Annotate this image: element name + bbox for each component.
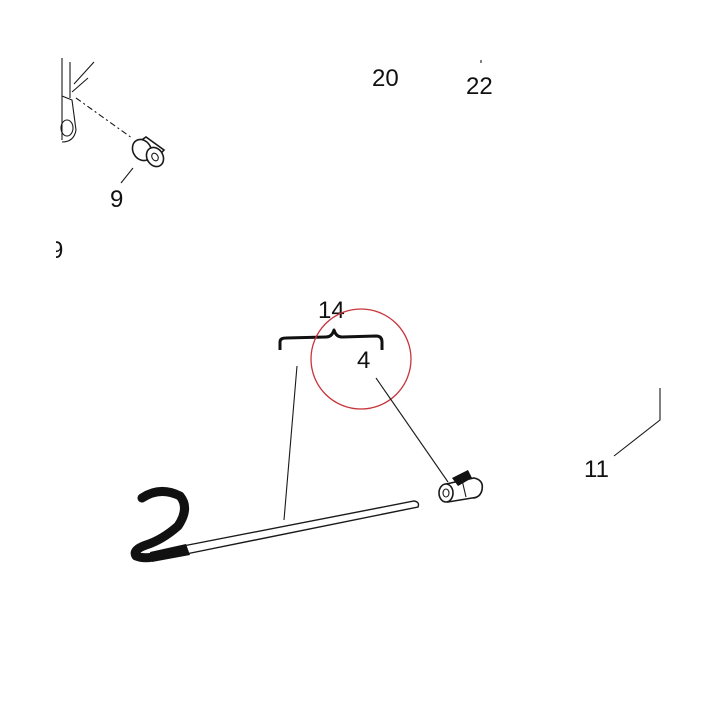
- callout-4: 4: [357, 347, 370, 374]
- fitting-part-4: [438, 470, 484, 503]
- bushing-part-9: [120, 136, 166, 184]
- leader-dashed-9: [75, 97, 133, 139]
- rod: [182, 500, 420, 555]
- fitting-tab: [452, 470, 472, 486]
- bracket-fragment: [60, 58, 133, 143]
- callout-11: 11: [584, 456, 609, 483]
- callout-20: 20: [372, 65, 399, 92]
- leader-14: [283, 365, 298, 521]
- rod-hook: [130, 487, 189, 563]
- callout-9: 9: [110, 186, 123, 213]
- callout-22: 22: [466, 73, 493, 100]
- leader-4: [375, 377, 449, 483]
- callout-14: 14: [318, 297, 345, 324]
- rod-assembly-14: [130, 487, 420, 563]
- callout-edge-fragment: 9: [50, 237, 63, 264]
- leader-11: [613, 388, 661, 457]
- highlight-circle: [310, 308, 412, 410]
- leader-9: [120, 167, 134, 184]
- group-brace-14: [278, 328, 384, 350]
